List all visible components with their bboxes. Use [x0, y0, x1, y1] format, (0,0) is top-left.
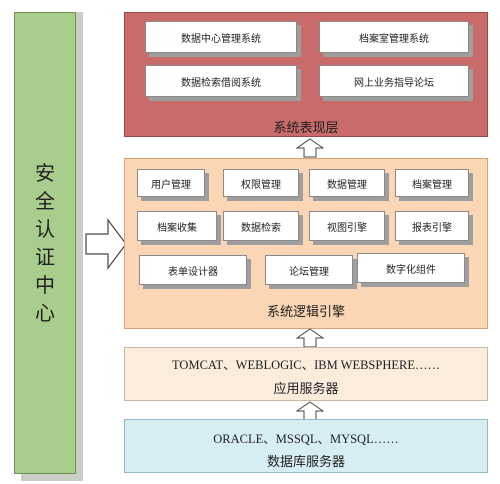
security-label-char: 认 [35, 217, 55, 241]
security-label-char: 心 [35, 301, 55, 325]
presentation-layer-title: 系统表现层 [273, 121, 339, 136]
app-server-title: 应用服务器 [273, 382, 339, 397]
module-archive-room: 档案室管理系统 [319, 21, 469, 53]
right-arrow-icon [85, 218, 127, 270]
security-label-char: 全 [35, 189, 55, 213]
module-forum-mgmt: 论坛管理 [265, 255, 353, 285]
module-data-center: 数据中心管理系统 [145, 21, 297, 53]
module-archive-mgmt: 档案管理 [395, 169, 469, 197]
security-label-char: 证 [35, 245, 55, 269]
module-digitization: 数字化组件 [357, 253, 465, 283]
db-server-layer: ORACLE、MSSQL、MYSQL…… 数据库服务器 [124, 419, 488, 473]
module-form-designer: 表单设计器 [139, 255, 247, 285]
db-server-products: ORACLE、MSSQL、MYSQL…… [213, 432, 399, 446]
logic-engine-layer: 用户管理 权限管理 数据管理 档案管理 档案收集 数据检索 视图引擎 报表引擎 … [124, 158, 488, 329]
module-data-mgmt: 数据管理 [309, 169, 385, 197]
security-label-char: 中 [35, 273, 55, 297]
module-permission-mgmt: 权限管理 [223, 169, 299, 197]
app-server-layer: TOMCAT、WEBLOGIC、IBM WEBSPHERE…… 应用服务器 [124, 347, 488, 401]
module-user-mgmt: 用户管理 [137, 169, 205, 197]
app-server-products: TOMCAT、WEBLOGIC、IBM WEBSPHERE…… [172, 358, 440, 372]
logic-engine-title: 系统逻辑引擎 [266, 305, 345, 320]
up-arrow-icon [296, 328, 324, 348]
module-retrieval-borrow: 数据检索借阅系统 [145, 65, 297, 97]
module-archive-collect: 档案收集 [137, 211, 217, 241]
up-arrow-icon [296, 138, 324, 158]
up-arrow-icon [296, 401, 324, 421]
security-center-pillar: 安全认证中心 [14, 12, 76, 474]
module-online-forum: 网上业务指导论坛 [319, 65, 469, 97]
security-label-char: 安 [35, 161, 55, 185]
module-data-search: 数据检索 [223, 211, 299, 241]
module-report-engine: 报表引擎 [395, 211, 469, 241]
db-server-title: 数据库服务器 [266, 455, 345, 470]
module-view-engine: 视图引擎 [309, 211, 385, 241]
presentation-layer: 数据中心管理系统 档案室管理系统 数据检索借阅系统 网上业务指导论坛 系统表现层 [124, 12, 488, 137]
